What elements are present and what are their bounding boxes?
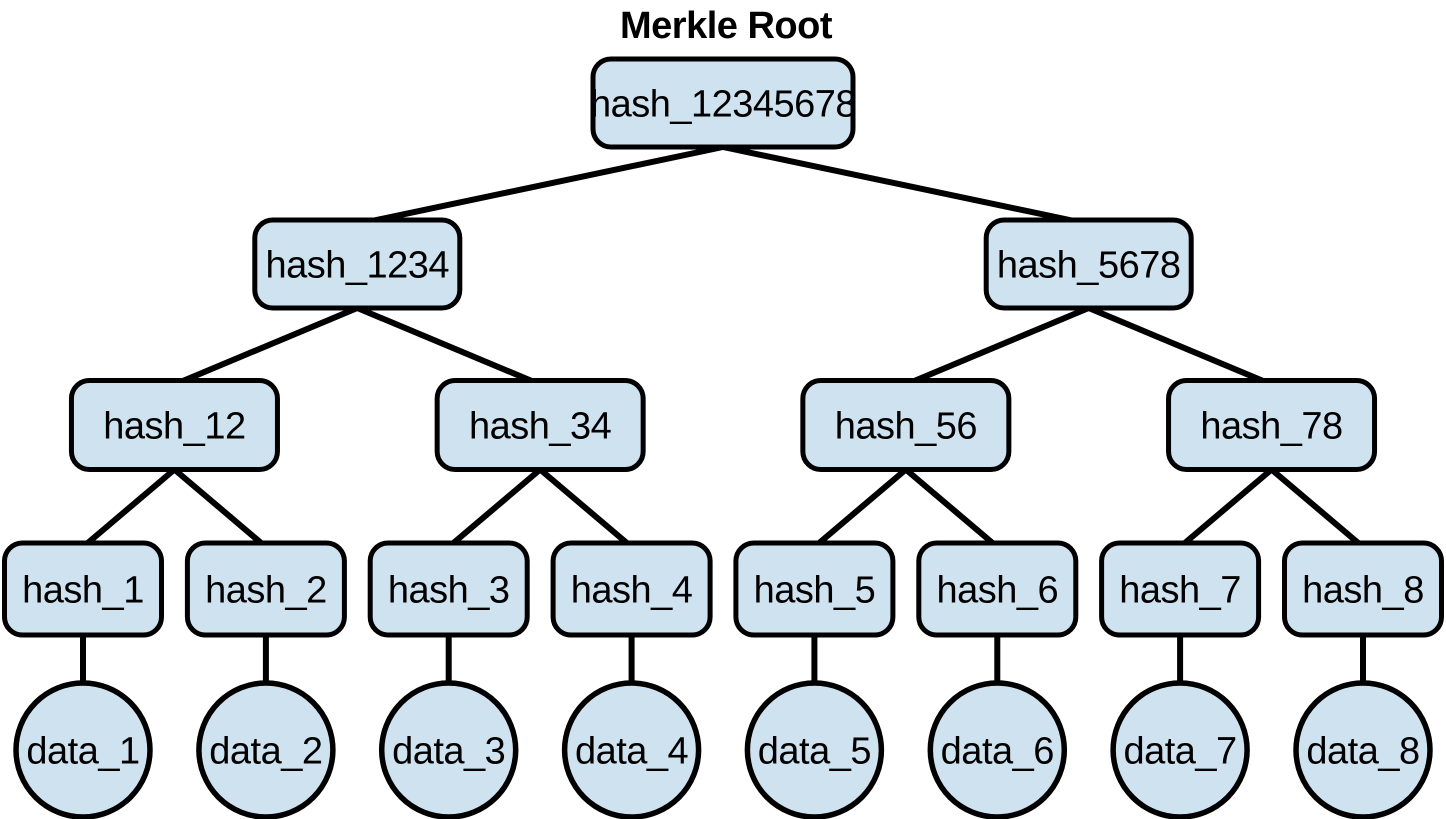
node-label-hash_4: hash_4: [571, 570, 693, 612]
node-label-data_5: data_5: [758, 731, 871, 773]
node-label-hash_5: hash_5: [754, 570, 876, 612]
node-label-data_8: data_8: [1306, 731, 1419, 773]
tree-node-data_8: data_8: [1293, 680, 1433, 819]
tree-node-hash_34: hash_34: [434, 378, 646, 472]
edge-hash_56-hash_5: [811, 466, 909, 550]
node-label-hash_6: hash_6: [936, 570, 1058, 612]
hash-node-box-hash_6: [916, 540, 1079, 638]
node-label-hash_8: hash_8: [1302, 570, 1424, 612]
tree-node-hash_7: hash_7: [1099, 540, 1262, 638]
tree-node-data_7: data_7: [1110, 680, 1250, 819]
edge-hash_12345678-hash_1234: [354, 144, 726, 227]
hash-node-box-hash_3: [367, 540, 530, 638]
tree-node-data_3: data_3: [378, 680, 519, 819]
edge-hash_12-hash_2: [171, 466, 269, 550]
edge-hash_34-hash_4: [537, 466, 635, 550]
node-label-hash_2: hash_2: [205, 570, 327, 612]
data-node-circle-data_4: [561, 680, 702, 819]
data-node-circle-data_2: [196, 680, 336, 819]
tree-node-hash_78: hash_78: [1166, 378, 1378, 472]
edge-hash_78-hash_7: [1177, 466, 1275, 550]
tree-node-data_2: data_2: [196, 680, 336, 819]
tree-node-hash_12345678: hash_12345678: [590, 56, 857, 150]
tree-node-data_5: data_5: [744, 680, 885, 819]
tree-node-hash_56: hash_56: [800, 378, 1012, 472]
node-label-data_4: data_4: [575, 731, 689, 773]
hash-node-box-hash_8: [1282, 540, 1444, 638]
tree-node-hash_8: hash_8: [1282, 540, 1444, 638]
diagram-title: Merkle Root: [620, 5, 833, 47]
tree-node-hash_5678: hash_5678: [983, 217, 1194, 311]
node-label-data_6: data_6: [941, 731, 1054, 773]
hash-node-box-hash_2: [184, 540, 347, 638]
node-label-hash_5678: hash_5678: [997, 245, 1181, 287]
hash-node-box-hash_1: [2, 540, 164, 638]
data-node-circle-data_7: [1110, 680, 1250, 819]
node-label-data_2: data_2: [209, 731, 322, 773]
edge-hash_12345678-hash_5678: [720, 144, 1092, 227]
data-node-circle-data_6: [927, 680, 1068, 819]
node-label-hash_56: hash_56: [835, 406, 977, 448]
edge-hash_5678-hash_56: [902, 305, 1092, 388]
tree-node-data_6: data_6: [927, 680, 1068, 819]
edge-hash_5678-hash_78: [1085, 305, 1275, 388]
tree-node-hash_6: hash_6: [916, 540, 1079, 638]
node-label-hash_1: hash_1: [22, 570, 144, 612]
hash-node-box-hash_1234: [252, 217, 463, 311]
tree-node-hash_4: hash_4: [550, 540, 713, 638]
node-label-data_3: data_3: [392, 731, 505, 773]
data-node-circle-data_5: [744, 680, 885, 819]
node-label-hash_12: hash_12: [103, 406, 245, 448]
node-label-hash_7: hash_7: [1119, 570, 1241, 612]
hash-node-box-hash_56: [800, 378, 1012, 472]
hash-node-box-hash_12345678: [590, 56, 856, 150]
tree-node-hash_1: hash_1: [2, 540, 164, 638]
hash-node-box-hash_5: [733, 540, 896, 638]
node-label-data_1: data_1: [26, 731, 139, 773]
tree-node-hash_1234: hash_1234: [252, 217, 463, 311]
tree-node-hash_5: hash_5: [733, 540, 896, 638]
edge-hash_34-hash_3: [445, 466, 544, 550]
tree-node-data_4: data_4: [561, 680, 702, 819]
tree-node-hash_12: hash_12: [68, 378, 280, 472]
edges-layer: [80, 144, 1366, 690]
node-label-hash_34: hash_34: [469, 406, 612, 448]
node-label-data_7: data_7: [1123, 731, 1236, 773]
hash-node-box-hash_78: [1166, 378, 1378, 472]
node-label-hash_12345678: hash_12345678: [590, 84, 856, 126]
edge-hash_1234-hash_12: [171, 305, 361, 388]
tree-node-data_1: data_1: [13, 680, 153, 819]
hash-node-box-hash_34: [434, 378, 646, 472]
tree-node-hash_2: hash_2: [184, 540, 347, 638]
node-label-hash_3: hash_3: [388, 570, 510, 612]
edge-hash_56-hash_6: [902, 466, 1001, 550]
hash-node-box-hash_12: [68, 378, 280, 472]
edge-hash_78-hash_8: [1268, 466, 1366, 550]
hash-node-box-hash_4: [550, 540, 713, 638]
node-label-hash_1234: hash_1234: [266, 245, 450, 287]
node-label-hash_78: hash_78: [1200, 406, 1342, 448]
data-node-circle-data_3: [378, 680, 519, 819]
hash-node-box-hash_5678: [983, 217, 1194, 311]
tree-node-hash_3: hash_3: [367, 540, 530, 638]
edge-hash_12-hash_1: [80, 466, 178, 550]
data-node-circle-data_8: [1293, 680, 1433, 819]
edge-hash_1234-hash_34: [354, 305, 544, 388]
hash-node-box-hash_7: [1099, 540, 1262, 638]
data-node-circle-data_1: [13, 680, 153, 819]
